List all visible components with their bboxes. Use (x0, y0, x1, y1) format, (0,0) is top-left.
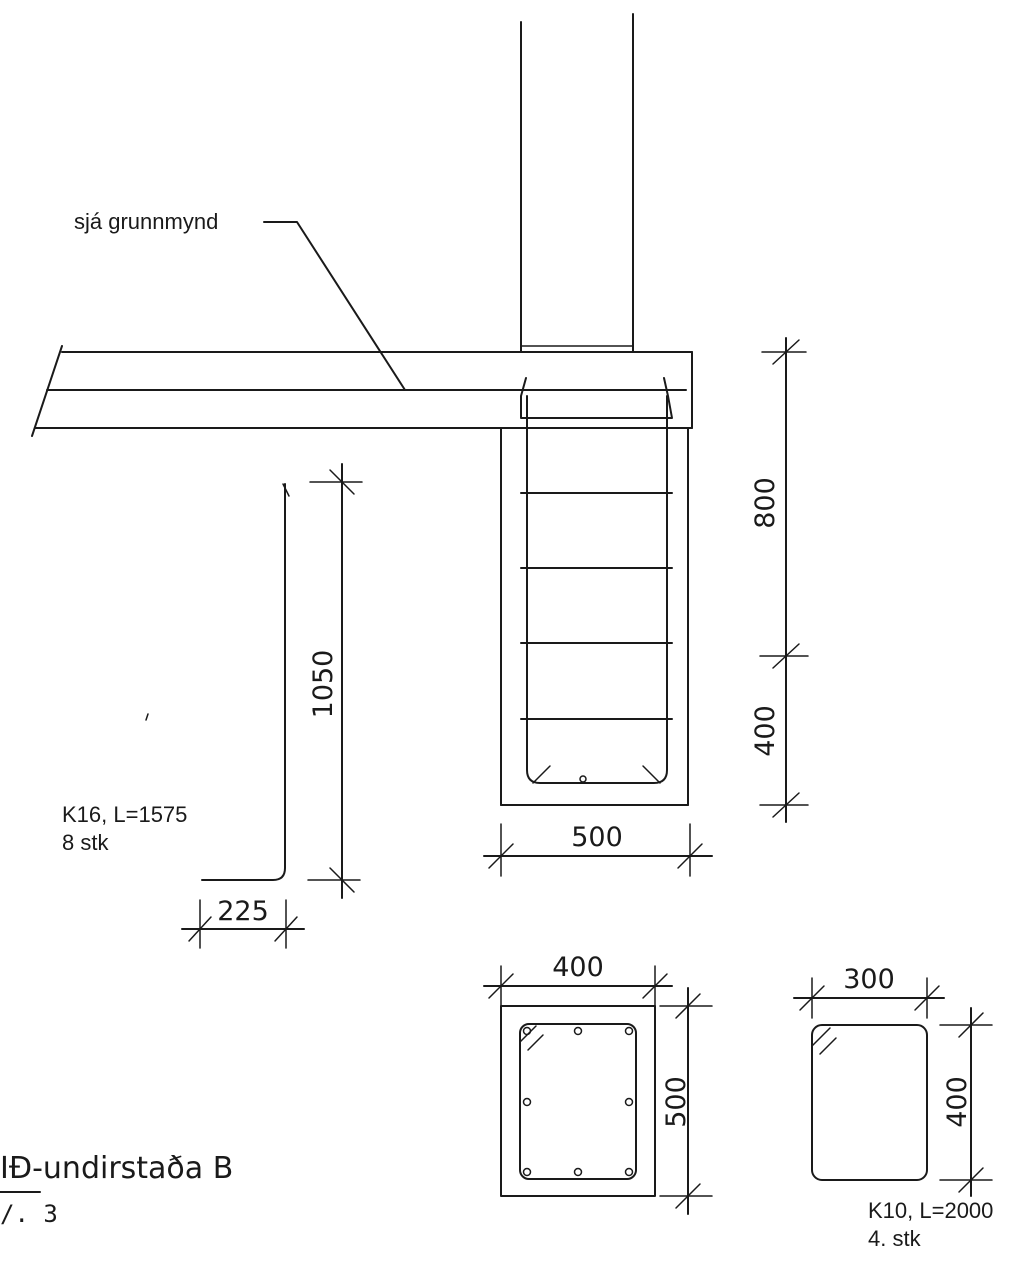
dimension-line-500-section (659, 987, 713, 1215)
column (520, 13, 634, 353)
callout-label: sjá grunnmynd (74, 209, 218, 234)
dim-1050: 1050 (308, 650, 339, 719)
footing-outline (500, 427, 689, 806)
bar-k10-count: 4. stk (868, 1226, 922, 1251)
drawing-subtitle: /. 3 (0, 1200, 58, 1228)
dim-400-section: 400 (552, 952, 604, 983)
dim-300: 300 (843, 964, 895, 995)
drawing-title: IÐ-undirstaða B (0, 1151, 233, 1186)
bar-k16-spec: K16, L=1575 (62, 802, 187, 827)
dimension-line-225 (181, 899, 305, 949)
cross-section (500, 1005, 656, 1197)
footing-reinforcement (520, 377, 673, 784)
dim-800: 800 (750, 477, 781, 529)
bar-k10-spec: K10, L=2000 (868, 1198, 993, 1223)
bent-bar-k16 (201, 483, 286, 881)
bar-hook-tick (282, 483, 290, 497)
dimension-line-300 (793, 977, 945, 1019)
bar-k16-count: 8 stk (62, 830, 109, 855)
dimension-line-1050 (307, 463, 363, 899)
dimension-line-500 (483, 823, 713, 877)
dim-400-stirrup: 400 (942, 1076, 973, 1128)
stirrup-k10 (811, 1024, 928, 1181)
dimension-line-800-400 (759, 337, 809, 823)
slab-beam (31, 345, 693, 437)
dim-400-lower: 400 (750, 705, 781, 757)
dim-500-width: 500 (571, 822, 623, 853)
callout-leader (263, 221, 406, 391)
dim-225: 225 (217, 896, 269, 927)
dim-500-section: 500 (661, 1076, 692, 1128)
dimension-line-400-section (483, 965, 673, 1007)
dimension-line-400-stirrup (939, 1007, 993, 1197)
